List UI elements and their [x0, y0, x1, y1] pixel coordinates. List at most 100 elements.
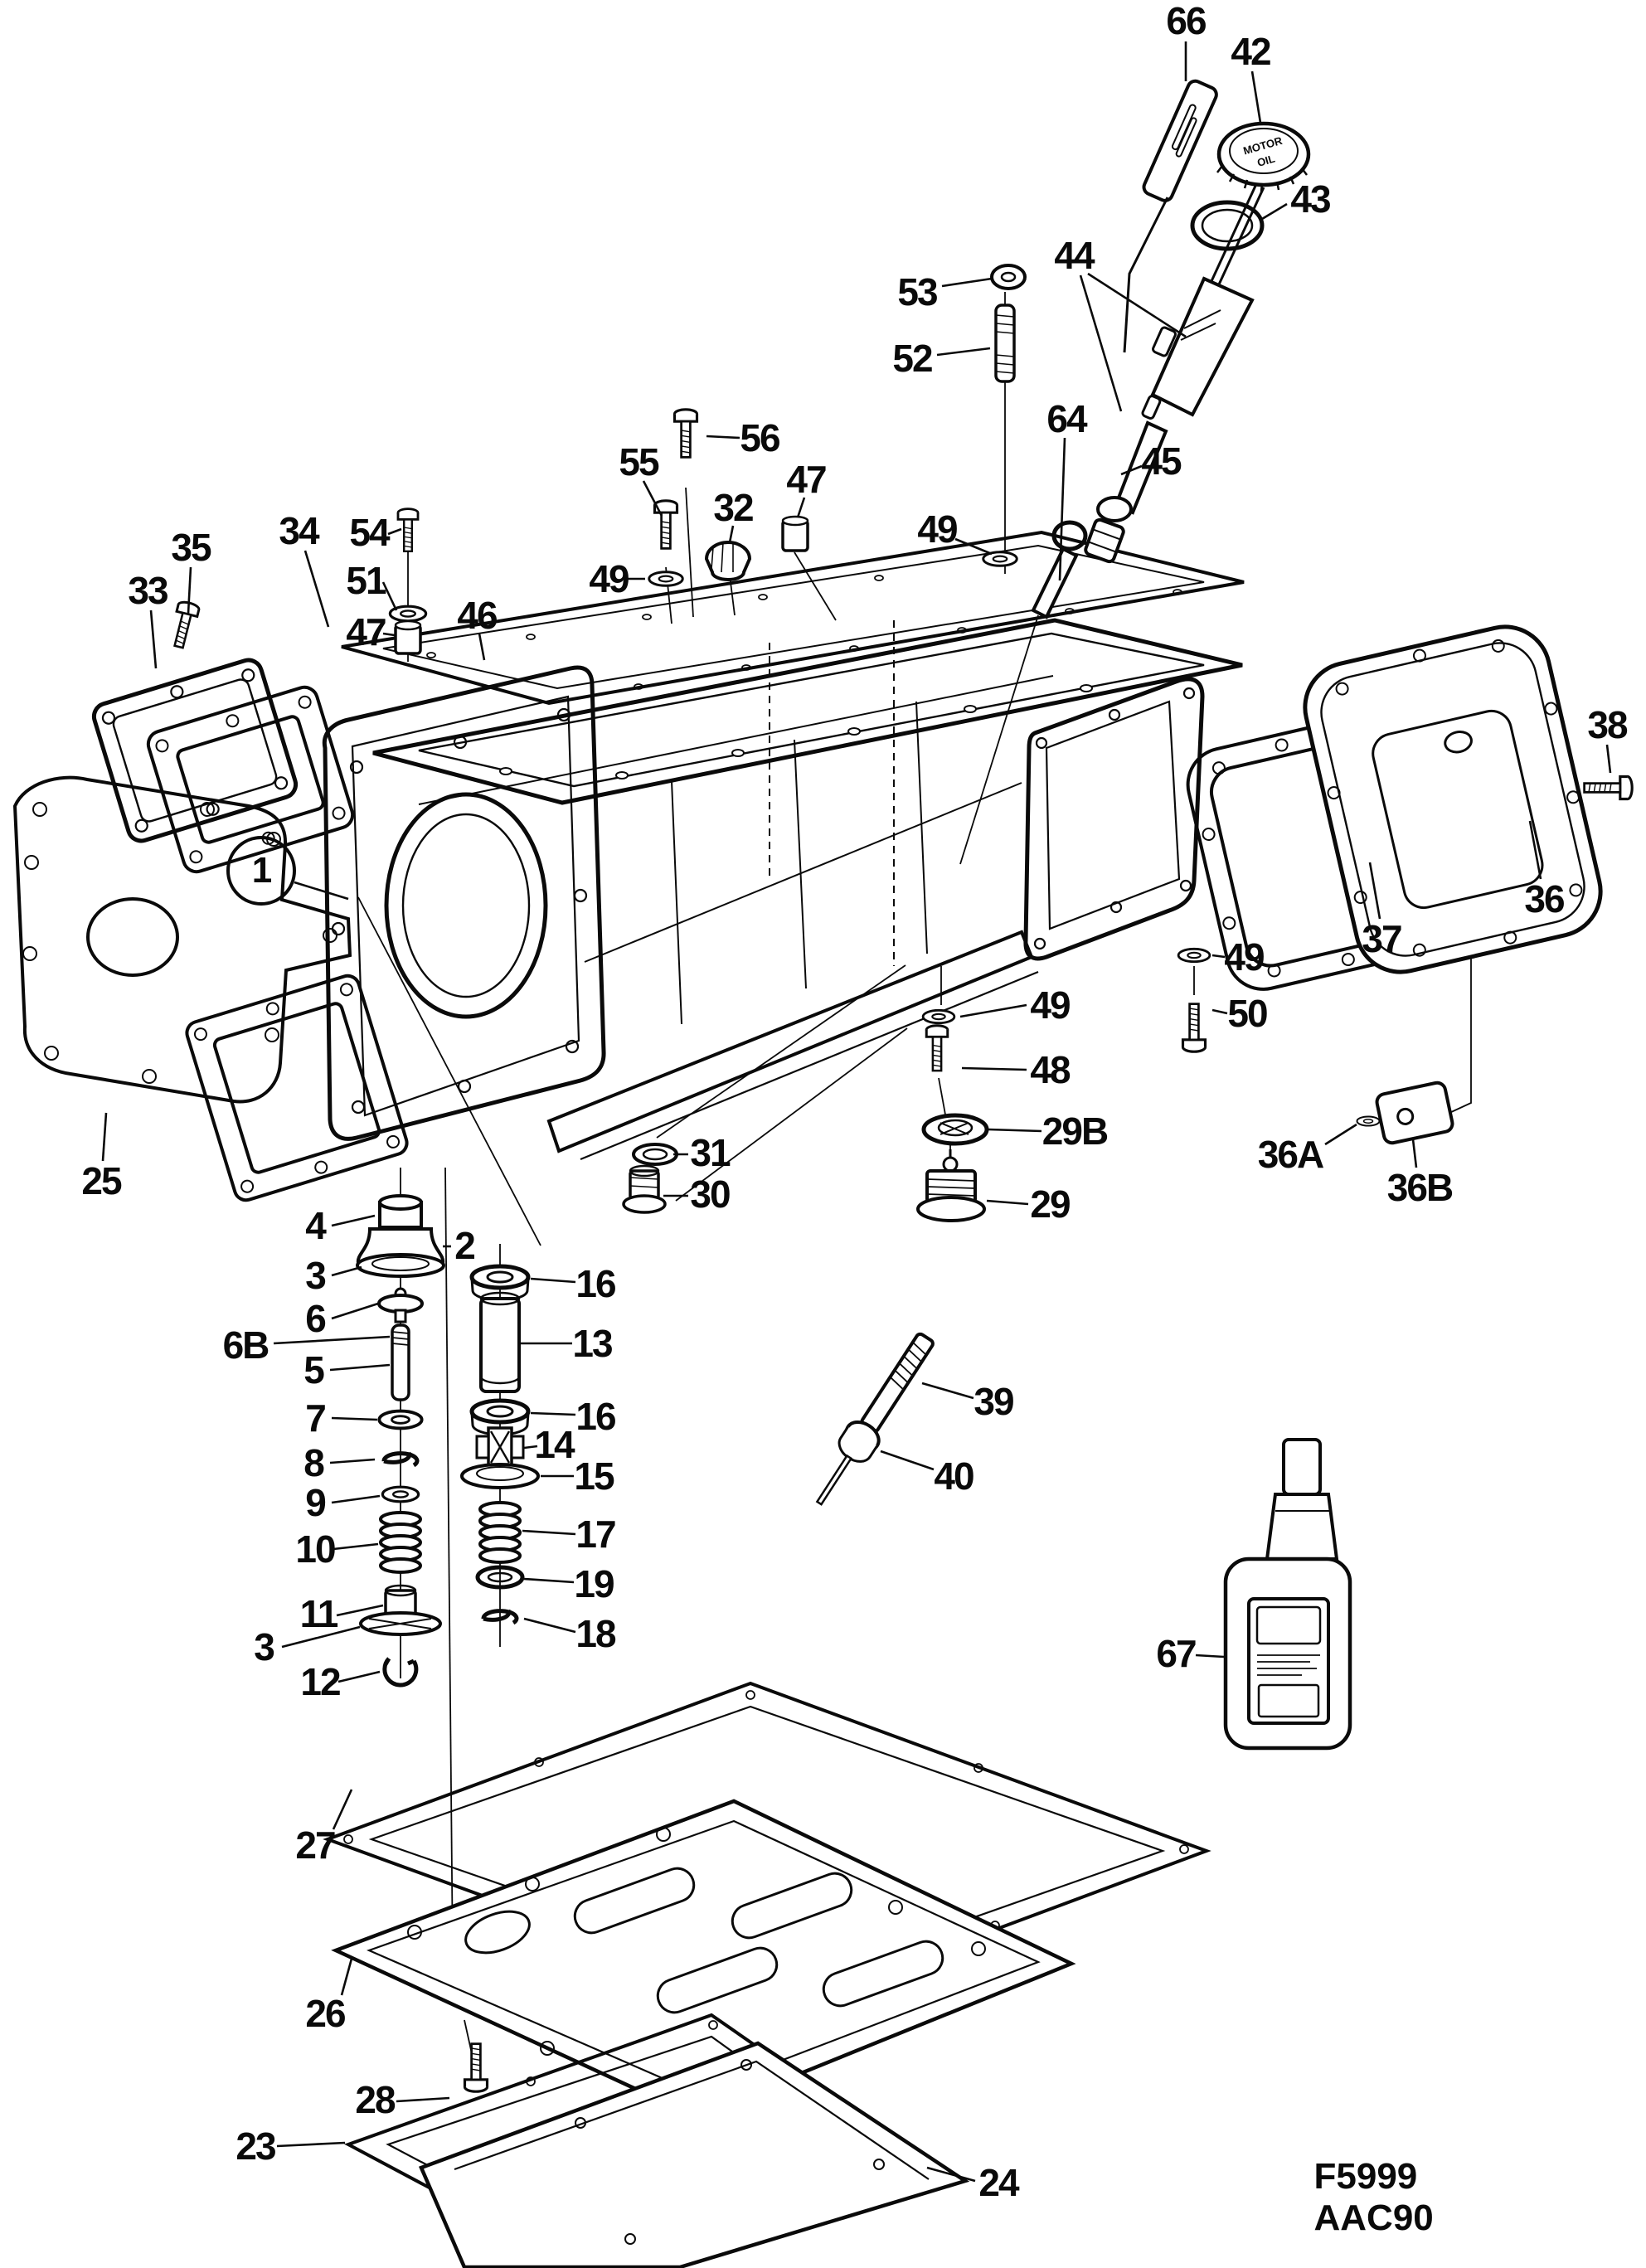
callout-9: 9 — [305, 1481, 327, 1524]
callout-36: 36 — [1524, 877, 1565, 920]
leader-line-9 — [331, 1494, 381, 1504]
callout-52: 52 — [892, 337, 933, 380]
callout-45: 45 — [1141, 440, 1182, 483]
leader-line-43 — [1261, 202, 1288, 221]
part-29-drain-plug — [916, 1149, 986, 1222]
leader-line-36B — [1411, 1139, 1418, 1168]
part-47-sleeve-right — [781, 515, 809, 552]
callout-42: 42 — [1231, 30, 1271, 73]
callout-3: 3 — [305, 1254, 327, 1297]
callout-13: 13 — [572, 1322, 613, 1365]
callout-10: 10 — [295, 1527, 336, 1571]
leader-line-49 — [954, 537, 993, 556]
callout-31: 31 — [690, 1131, 731, 1174]
leader-line-17 — [522, 1529, 576, 1536]
leader-line-45 — [1120, 464, 1143, 476]
callout-14: 14 — [534, 1423, 575, 1466]
part-42-oil-cap: MOTOR OIL — [1205, 121, 1311, 296]
leader-line-3 — [281, 1625, 361, 1649]
leader-line-52 — [936, 347, 991, 357]
callout-17: 17 — [575, 1513, 616, 1556]
leader-line-25 — [101, 1112, 108, 1162]
leader-line-28 — [396, 2096, 450, 2103]
callout-8: 8 — [303, 1441, 325, 1484]
callout-46: 46 — [457, 594, 498, 637]
leader-line-6B — [273, 1335, 391, 1345]
callout-3: 3 — [254, 1625, 275, 1668]
drawing-code: F5999 AAC90 — [1313, 2156, 1434, 2238]
callout-48: 48 — [1030, 1048, 1071, 1091]
part-39-stud — [815, 1332, 935, 1506]
callout-51: 51 — [346, 559, 386, 602]
callout-64: 64 — [1046, 397, 1087, 440]
leader-line-40 — [880, 1450, 935, 1471]
callout-35: 35 — [171, 526, 211, 569]
leader-line-67 — [1195, 1654, 1225, 1659]
part-47-sleeve-left — [394, 619, 422, 655]
part-36-end-cover — [1303, 624, 1603, 974]
callout-16: 16 — [575, 1395, 616, 1438]
callout-4: 4 — [305, 1204, 327, 1247]
part-15-flange-disc — [460, 1463, 540, 1489]
part-36B-block — [1375, 1081, 1454, 1145]
part-6-valve — [377, 1287, 424, 1323]
callout-47: 47 — [346, 610, 386, 653]
callout-43: 43 — [1290, 177, 1331, 221]
part-14-valve-cross — [475, 1426, 525, 1468]
part-66-blade — [1123, 79, 1218, 353]
leader-line-16 — [530, 1277, 576, 1284]
callout-44: 44 — [1054, 234, 1095, 277]
leader-line-49 — [1211, 954, 1226, 959]
leader-line-44 — [1079, 274, 1123, 412]
leader-line-47 — [796, 497, 806, 518]
callout-39: 39 — [974, 1380, 1014, 1423]
callout-66: 66 — [1166, 0, 1207, 42]
leader-line-48 — [961, 1066, 1027, 1071]
callout-11: 11 — [299, 1592, 339, 1635]
callout-50: 50 — [1227, 992, 1268, 1035]
leader-line-39 — [921, 1382, 974, 1400]
callout-36B: 36B — [1386, 1166, 1454, 1209]
callout-6: 6 — [305, 1297, 327, 1340]
part-30-union — [622, 1164, 667, 1214]
part-11-3-retainer — [359, 1584, 442, 1636]
leader-line-10 — [333, 1542, 379, 1551]
callout-23: 23 — [235, 2125, 276, 2168]
leader-line-18 — [523, 1617, 576, 1634]
leader-line-3 — [331, 1265, 362, 1277]
callout-25: 25 — [81, 1159, 122, 1202]
leader-line-14 — [523, 1445, 538, 1450]
part-53-nut — [990, 264, 1027, 290]
leader-line-24 — [926, 2166, 976, 2183]
callout-55: 55 — [619, 440, 659, 483]
leader-line-16 — [530, 1411, 576, 1416]
leader-line-8 — [329, 1458, 376, 1464]
callout-19: 19 — [574, 1562, 614, 1605]
leader-line-5 — [329, 1363, 391, 1372]
callout-32: 32 — [713, 486, 754, 529]
callout-28: 28 — [355, 2078, 396, 2121]
part-43-seal-ring — [1190, 200, 1265, 251]
leader-line-64 — [1058, 437, 1066, 581]
callout-6B: 6B — [222, 1323, 270, 1367]
callout-37: 37 — [1362, 917, 1402, 960]
leader-line-42 — [1250, 70, 1262, 124]
leader-line-36A — [1324, 1123, 1357, 1146]
leader-line-37 — [1368, 862, 1381, 920]
leader-line-55 — [642, 480, 663, 517]
callout-27: 27 — [295, 1824, 336, 1867]
callout-15: 15 — [574, 1455, 614, 1498]
leader-line-35 — [187, 566, 192, 614]
callout-40: 40 — [934, 1455, 974, 1498]
part-4-2-3-piston-bell — [356, 1194, 445, 1278]
leader-line-46 — [478, 633, 486, 661]
leader-line-11 — [336, 1604, 384, 1617]
leader-line-38 — [1605, 744, 1612, 774]
callout-38: 38 — [1587, 703, 1628, 746]
leader-line-4 — [331, 1214, 376, 1227]
callout-16: 16 — [575, 1262, 616, 1305]
leader-line-29B — [988, 1128, 1042, 1133]
part-45-coupling — [1084, 496, 1133, 564]
leader-line-54 — [387, 527, 402, 536]
